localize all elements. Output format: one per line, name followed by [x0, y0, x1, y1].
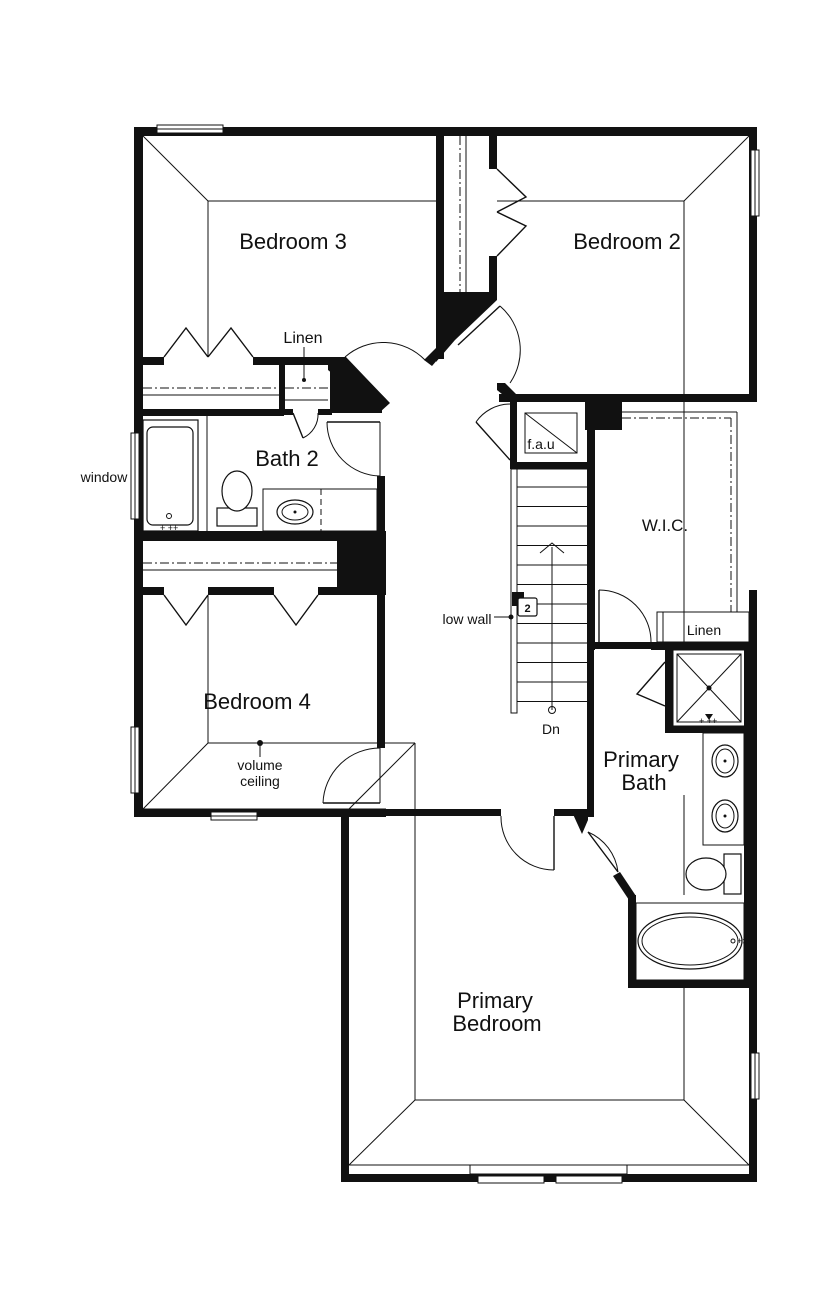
label-linen-top: Linen [283, 330, 322, 347]
wall-tub-left [628, 895, 636, 987]
wall-shower-bottom [665, 726, 757, 733]
label-bedroom4: Bedroom 4 [203, 689, 311, 714]
svg-text:+ ++: + ++ [699, 716, 717, 726]
label-low-wall: low wall [442, 611, 491, 627]
wall-top [134, 127, 757, 136]
label-primary-bedroom-1: Primary [457, 988, 533, 1013]
bifold-door-b4-b [273, 594, 319, 627]
wall-shower-right [744, 645, 752, 985]
wall-b4-top-left [134, 587, 164, 595]
door-fau [475, 421, 511, 461]
vanity-primary-bath [702, 732, 745, 846]
bifold-door-b3-b [207, 326, 254, 358]
wall-b2-door-jamb [497, 383, 520, 404]
linen-closet-right [656, 611, 750, 643]
stair-marker: 2 [524, 603, 530, 615]
closet-shelves [143, 136, 750, 643]
door-primary-bath [587, 831, 619, 873]
bifold-door-b2-b [496, 211, 528, 257]
label-bedroom2: Bedroom 2 [573, 229, 681, 254]
bifold-door-b2-a [496, 168, 528, 213]
wall-linen-right-bottom [651, 642, 757, 650]
doors [163, 168, 666, 873]
label-down: Dn [542, 721, 560, 737]
wall-pbath-left [587, 649, 594, 817]
wall-tub-bottom [628, 980, 757, 988]
bifold-door-b3-a [163, 326, 209, 358]
door-bedroom3 [344, 356, 387, 401]
wall-closet-tip [424, 348, 444, 366]
stair-low-wall [510, 468, 518, 714]
wall-bath2-bottom [134, 531, 386, 541]
label-fau: f.a.u [527, 436, 554, 452]
wall-b4-top-mid [208, 587, 274, 595]
fixtures: + ++ + ++ [142, 412, 747, 981]
door-shower [635, 661, 666, 707]
wall-b3-b2 [436, 127, 444, 359]
wall-bedroom4-bottom [134, 809, 386, 817]
label-primary-bath-1: Primary [603, 747, 679, 772]
stairs [494, 468, 587, 714]
wall-b2-closet-bottom [489, 256, 497, 292]
ceiling-lines [142, 135, 750, 1166]
shower [672, 649, 746, 727]
label-primary-bath-2: Bath [621, 770, 666, 795]
wall-b3-bottom-mid [253, 357, 333, 365]
wall-bath2-right [377, 476, 385, 540]
wall-bath2-top [134, 409, 284, 416]
label-linen-right: Linen [687, 622, 721, 638]
svg-text:+ ++: + ++ [160, 523, 178, 533]
label-primary-bedroom-2: Bedroom [452, 1011, 541, 1036]
wall-hall-bottom-right [554, 809, 588, 816]
wall-primary-bottom [341, 1174, 757, 1182]
toilet-primary-bowl [685, 857, 727, 891]
wall-closet-corner [436, 292, 497, 362]
labels: Bedroom 3 Bedroom 2 Linen Bath 2 window … [80, 229, 721, 1036]
wall-pbath-jamb [572, 812, 588, 834]
window-primary-bottom [469, 1164, 628, 1175]
wall-b2-closet-top [489, 127, 497, 169]
wall-linen-block [330, 360, 382, 413]
wall-primary-left [341, 812, 349, 1182]
wall-linen-bottom-left [279, 409, 293, 415]
label-window: window [80, 469, 129, 485]
walls [134, 127, 757, 1182]
wall-wic-bottom [587, 642, 657, 649]
wall-b2-bottom [499, 394, 757, 402]
bathtub-primary [635, 902, 745, 981]
wall-b3-bottom-left [134, 357, 164, 365]
label-volume-1: volume [237, 757, 282, 773]
wall-hall-bottom [383, 809, 501, 816]
wall-stair-right [587, 400, 595, 650]
label-volume-2: ceiling [240, 773, 280, 789]
wall-pbath-angle [613, 872, 636, 900]
svg-text:+‡: +‡ [737, 936, 747, 946]
label-bedroom3: Bedroom 3 [239, 229, 347, 254]
wall-stair-top [510, 462, 590, 469]
label-wic: W.I.C. [642, 516, 688, 535]
wall-shower-left [665, 645, 673, 733]
door-linen-small [292, 412, 304, 439]
wall-right-upper [749, 127, 757, 397]
wall-hall-closet-block [337, 531, 386, 595]
bifold-door-b4-a [163, 594, 209, 627]
wall-linen-bottom-right [318, 409, 332, 415]
wall-right-lower [749, 590, 757, 990]
label-bath2: Bath 2 [255, 446, 319, 471]
windows [130, 124, 760, 1184]
vanity-bath2 [262, 488, 378, 532]
toilet-bath2-bowl [221, 470, 253, 512]
fau-unit [524, 412, 578, 454]
window-primary-bottom-a [477, 1175, 545, 1184]
door-bedroom2 [457, 305, 501, 346]
wall-b4-top-right [318, 587, 386, 595]
wall-fau-left [510, 400, 517, 468]
window-primary-bottom-b [555, 1175, 623, 1184]
wall-b4-right [377, 595, 385, 748]
wall-linen-left [279, 357, 285, 413]
